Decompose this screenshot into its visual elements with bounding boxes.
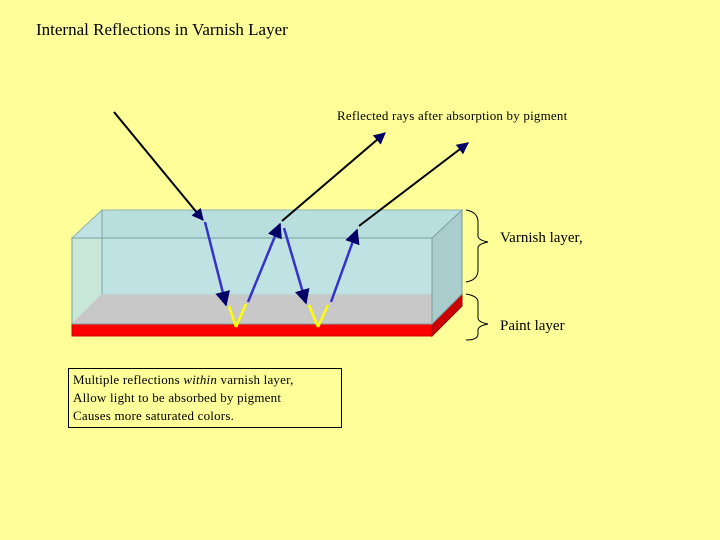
internal-ray-up-1: [246, 222, 282, 303]
varnish-layer: [70, 208, 464, 326]
explanation-note: Multiple reflections within varnish laye…: [68, 368, 342, 428]
note-line-3: Causes more saturated colors.: [73, 408, 235, 423]
reflected-ray-exit-2: [358, 142, 469, 227]
note-line-1-emphasis: within: [183, 372, 218, 387]
note-line-2: Allow light to be absorbed by pigment: [73, 390, 282, 405]
note-line-1-start: Multiple reflections: [73, 372, 184, 387]
diagram-title: Internal Reflections in Varnish Layer: [36, 20, 288, 39]
absorbed-ray-2b: [316, 304, 330, 328]
varnish-layer-side: [431, 208, 463, 326]
varnish-layer-label: Varnish layer,: [500, 230, 583, 246]
internal-ray-up-2: [329, 228, 360, 303]
incident-ray: [113, 111, 204, 221]
paint-layer-brace: [465, 293, 489, 341]
internal-ray-down: [282, 227, 310, 305]
note-line-1: Multiple reflections within varnish laye…: [73, 371, 341, 389]
absorbed-ray-1a: [227, 305, 238, 328]
reflected-rays-label: Reflected rays after absorption by pigme…: [337, 108, 568, 123]
reflected-ray-exit-1: [281, 132, 386, 222]
varnish-layer-brace: [465, 209, 489, 283]
note-line-1-end: varnish layer,: [217, 372, 294, 387]
varnish-layer-front: [71, 237, 433, 325]
absorbed-ray-2a: [307, 304, 320, 328]
paint-layer-front: [71, 323, 433, 337]
paint-layer-label: Paint layer: [500, 318, 565, 334]
refracted-ray-1: [203, 221, 230, 307]
absorbed-ray-1b: [234, 303, 248, 328]
